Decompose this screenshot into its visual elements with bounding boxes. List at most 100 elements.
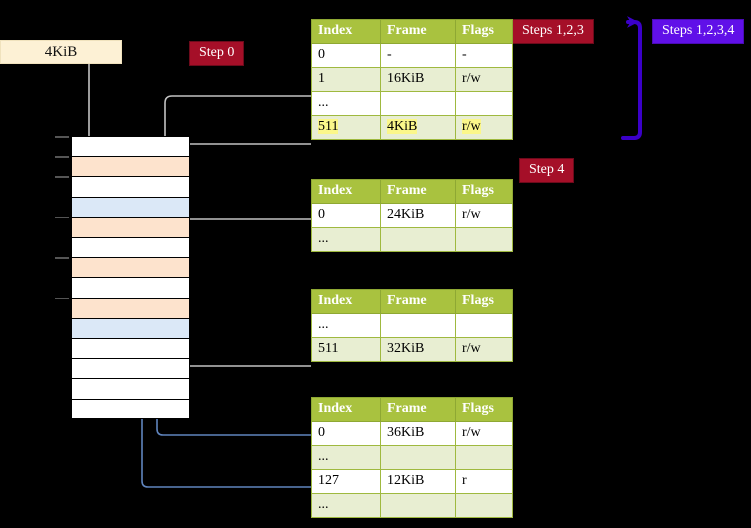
wire-t1r511-to-memory xyxy=(173,143,311,156)
highlighted-value: 4KiB xyxy=(387,119,418,134)
table-row: 0-- xyxy=(311,43,513,68)
table-row: ... xyxy=(311,227,513,252)
memory-row xyxy=(71,257,190,278)
table-row: ... xyxy=(311,493,513,518)
cell-index: 511 xyxy=(311,115,381,140)
badge-step-4: Step 4 xyxy=(519,158,575,183)
highlighted-value: 511 xyxy=(318,119,339,134)
cell-index: 0 xyxy=(311,203,381,228)
cell-flags: - xyxy=(455,43,513,68)
wire-steps-bracket xyxy=(621,16,642,140)
memory-row xyxy=(71,338,190,359)
cell-index: 0 xyxy=(311,421,381,446)
cell-frame: 32KiB xyxy=(380,337,456,362)
table-row: ... xyxy=(311,445,513,470)
cell-index: 127 xyxy=(311,469,381,494)
cell-flags: r/w xyxy=(455,67,513,92)
memory-row xyxy=(71,216,190,237)
memory-row xyxy=(71,317,190,338)
cell-frame: - xyxy=(380,43,456,68)
column-header-index: Index xyxy=(311,397,381,422)
column-header-flags: Flags xyxy=(455,179,513,204)
cell-index: ... xyxy=(311,445,381,470)
cell-index: ... xyxy=(311,91,381,116)
cell-index: 511 xyxy=(311,337,381,362)
memory-row xyxy=(71,378,190,399)
column-header-frame: Frame xyxy=(380,19,456,44)
wire-t2r0-to-memory xyxy=(177,218,311,256)
cell-index: ... xyxy=(311,493,381,518)
table-row: 511 4KiB r/w xyxy=(311,115,513,140)
memory-row xyxy=(71,176,190,197)
badge-steps-123: Steps 1,2,3 xyxy=(512,19,594,44)
column-header-index: Index xyxy=(311,19,381,44)
column-header-flags: Flags xyxy=(455,397,513,422)
cell-flags xyxy=(455,445,513,470)
cell-index: ... xyxy=(311,227,381,252)
memory-row xyxy=(71,358,190,379)
cell-frame: 24KiB xyxy=(380,203,456,228)
cell-index: 1 xyxy=(311,67,381,92)
badge-step-0: Step 0 xyxy=(189,41,245,66)
size-box-label: 4KiB xyxy=(44,43,78,60)
memory-row-tick xyxy=(55,216,69,219)
memory-row xyxy=(71,156,190,177)
table-row: ... xyxy=(311,313,513,338)
column-header-frame: Frame xyxy=(380,289,456,314)
cell-frame: 36KiB xyxy=(380,421,456,446)
memory-row xyxy=(71,398,190,419)
cell-frame xyxy=(380,493,456,518)
cell-flags: r xyxy=(455,469,513,494)
badge-step-4-label: Step 4 xyxy=(529,162,565,177)
memory-row xyxy=(71,277,190,298)
cell-flags: r/w xyxy=(455,421,513,446)
badge-step-0-label: Step 0 xyxy=(199,45,235,60)
column-header-flags: Flags xyxy=(455,19,513,44)
memory-row xyxy=(71,237,190,258)
highlighted-value: r/w xyxy=(462,119,481,134)
cell-frame xyxy=(380,227,456,252)
size-box: 4KiB xyxy=(0,40,122,64)
cell-index: ... xyxy=(311,313,381,338)
badge-steps-1234: Steps 1,2,3,4 xyxy=(652,19,745,44)
column-header-index: Index xyxy=(311,289,381,314)
cell-flags xyxy=(455,313,513,338)
cell-flags xyxy=(455,227,513,252)
memory-row-tick xyxy=(55,176,69,178)
table-row: ... xyxy=(311,91,513,116)
cell-frame xyxy=(380,313,456,338)
cell-frame xyxy=(380,91,456,116)
cell-flags xyxy=(455,91,513,116)
memory-row-tick xyxy=(55,297,69,300)
memory-row-tick xyxy=(55,136,69,138)
badge-steps-123-label: Steps 1,2,3 xyxy=(522,23,584,38)
cell-flags: r/w xyxy=(455,115,513,140)
cell-frame xyxy=(380,445,456,470)
cell-flags xyxy=(455,493,513,518)
cell-index: 0 xyxy=(311,43,381,68)
memory-row-tick xyxy=(55,156,69,158)
memory-row xyxy=(71,136,190,157)
cell-flags: r/w xyxy=(455,203,513,228)
wire-t3r511-to-memory xyxy=(179,312,311,367)
column-header-frame: Frame xyxy=(380,397,456,422)
cell-frame: 12KiB xyxy=(380,469,456,494)
cell-frame: 16KiB xyxy=(380,67,456,92)
memory-row-tick xyxy=(55,257,69,259)
cell-frame: 4KiB xyxy=(380,115,456,140)
cell-flags: r/w xyxy=(455,337,513,362)
memory-row xyxy=(71,196,190,217)
memory-column xyxy=(55,136,190,419)
column-header-index: Index xyxy=(311,179,381,204)
memory-row xyxy=(71,297,190,318)
